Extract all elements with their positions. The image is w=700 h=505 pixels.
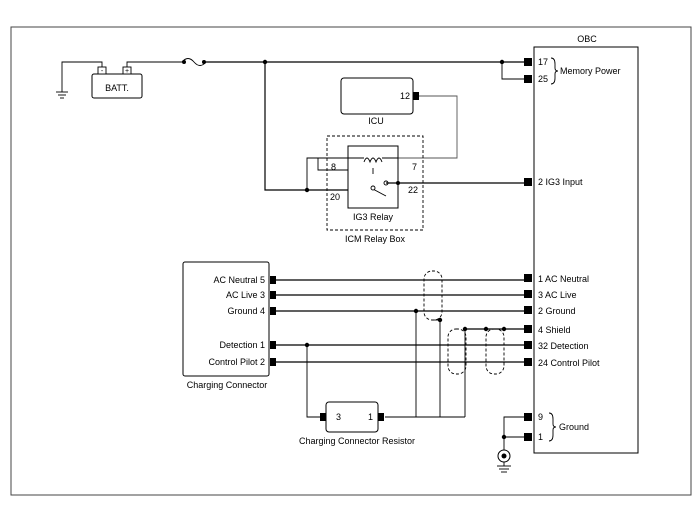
resistor-label: Charging Connector Resistor [299, 436, 415, 446]
icm-relay-box: ICM Relay Box 8 7 20 22 IG3 Relay [326, 135, 424, 244]
obc-terminal [524, 413, 532, 421]
obc-box [533, 46, 639, 454]
charging-connector-box [182, 261, 270, 377]
connector-control-pilot: Control Pilot 2 [208, 357, 265, 367]
brace-ground [548, 412, 557, 442]
icu-terminal [413, 92, 419, 100]
relay-coil-icon [363, 157, 383, 164]
obc-terminal [524, 75, 532, 83]
charging-connector-resistor: 3 1 Charging Connector Resistor [299, 401, 415, 446]
relay-body [347, 145, 399, 209]
obc-unit: OBC 17 25 Memory Power 2 IG3 Input 1 AC … [524, 34, 639, 454]
ground-icon [56, 91, 68, 99]
connector-ground: Ground 4 [227, 306, 265, 316]
relay-box-label: ICM Relay Box [345, 234, 406, 244]
shield-enclosure [485, 328, 505, 375]
obc-ground-label: Ground [559, 422, 589, 432]
wire-relay-8 [317, 157, 348, 171]
icu-pin-12: 12 [400, 91, 410, 101]
obc-terminal [524, 325, 532, 333]
obc-terminal [524, 341, 532, 349]
obc-terminal [524, 178, 532, 186]
battery: - + BATT. [91, 66, 143, 99]
obc-terminal [524, 274, 532, 282]
relay-contact [370, 185, 376, 191]
relay-label: IG3 Relay [353, 212, 394, 222]
charging-connector-label: Charging Connector [187, 380, 268, 390]
icu-label: ICU [368, 116, 384, 126]
connector-terminal [270, 276, 276, 284]
wire-obc-25 [501, 62, 524, 80]
resistor-pin-1: 1 [368, 412, 373, 422]
fuse-icon [181, 58, 207, 66]
wire-obc-ground [503, 416, 524, 438]
obc-pin-9: 9 [538, 412, 543, 422]
resistor-pin-3: 3 [336, 412, 341, 422]
obc-pin-25: 25 [538, 74, 548, 84]
connector-terminal [270, 358, 276, 366]
obc-pin-17: 17 [538, 57, 548, 67]
connector-terminal [270, 291, 276, 299]
resistor-terminal [320, 413, 326, 421]
wire-relay-20 [306, 157, 318, 190]
connector-detection: Detection 1 [219, 340, 265, 350]
shield-enclosure [447, 328, 467, 375]
obc-pin-ground: 2 Ground [538, 306, 576, 316]
relay-pin-22: 22 [408, 185, 418, 195]
obc-terminal [524, 58, 532, 66]
obc-pin-shield: 4 Shield [538, 325, 571, 335]
diagram-border [10, 26, 692, 496]
resistor-terminal [378, 413, 384, 421]
relay-pin-8: 8 [331, 162, 336, 172]
connector-ac-live: AC Live 3 [226, 290, 265, 300]
obc-terminal [524, 433, 532, 441]
obc-pin-ac-live: 3 AC Live [538, 290, 577, 300]
junction-dot [501, 326, 507, 332]
charging-connector: AC Neutral 5 AC Live 3 Ground 4 Detectio… [182, 261, 276, 390]
connector-terminal [270, 307, 276, 315]
relay-pin-7: 7 [412, 162, 417, 172]
chassis-ground-icon [497, 449, 511, 473]
battery-pos-sign: + [125, 68, 129, 75]
battery-neg-sign: - [101, 68, 104, 75]
obc-pin-ig3-input: 2 IG3 Input [538, 177, 583, 187]
connector-ac-neutral: AC Neutral 5 [213, 275, 265, 285]
connector-terminal [270, 341, 276, 349]
battery-positive-wire [126, 61, 182, 67]
brace-memory-power [550, 57, 559, 85]
fuse-terminal [182, 60, 186, 64]
obc-title: OBC [577, 34, 597, 44]
battery-box [91, 73, 143, 99]
relay-pin-20: 20 [330, 192, 340, 202]
junction-dot [396, 181, 400, 185]
junction-dot [483, 326, 489, 332]
obc-pin-detection: 32 Detection [538, 341, 589, 351]
wire-bus-to-relay [264, 62, 348, 191]
battery-ground-wire [61, 61, 103, 92]
obc-terminal [524, 290, 532, 298]
wire-icu-to-relay [390, 95, 458, 159]
obc-terminal [524, 306, 532, 314]
icu-unit: 12 ICU [340, 77, 419, 126]
obc-pin-1: 1 [538, 432, 543, 442]
obc-pin-control-pilot: 24 Control Pilot [538, 358, 600, 368]
obc-memory-power-label: Memory Power [560, 66, 621, 76]
wire-detection-to-resistor [306, 345, 320, 418]
battery-label: BATT. [105, 83, 129, 93]
obc-pin-ac-neutral: 1 AC Neutral [538, 274, 589, 284]
obc-terminal [524, 358, 532, 366]
fuse-terminal [202, 60, 206, 64]
